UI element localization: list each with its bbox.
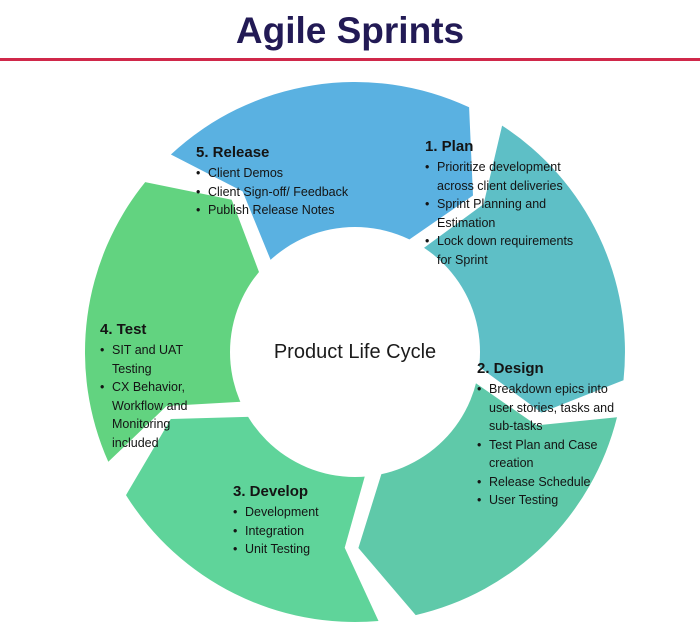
center-label: Product Life Cycle	[273, 341, 437, 363]
develop-text-block: 3. Develop Development Integration Unit …	[233, 481, 373, 559]
plan-text-block: 1. Plan Prioritize development across cl…	[425, 136, 575, 269]
develop-item: Integration	[233, 522, 373, 541]
design-item: User Testing	[477, 491, 617, 510]
design-title: 2. Design	[477, 360, 544, 377]
title-rule	[0, 58, 700, 61]
test-item: CX Behavior, Workflow and Monitoring inc…	[100, 378, 210, 452]
test-item: SIT and UAT Testing	[100, 341, 210, 378]
develop-item: Development	[233, 503, 373, 522]
release-title: 5. Release	[196, 144, 270, 161]
design-item: Release Schedule	[477, 473, 617, 492]
test-list: SIT and UAT Testing CX Behavior, Workflo…	[100, 341, 210, 452]
plan-item: Prioritize development across client del…	[425, 158, 575, 195]
release-list: Client Demos Client Sign-off/ Feedback P…	[196, 164, 356, 220]
design-list: Breakdown epics into user stories, tasks…	[477, 380, 617, 510]
design-text-block: 2. Design Breakdown epics into user stor…	[477, 358, 617, 510]
plan-title: 1. Plan	[425, 138, 474, 155]
design-item: Test Plan and Case creation	[477, 436, 617, 473]
test-text-block: 4. Test SIT and UAT Testing CX Behavior,…	[100, 319, 210, 452]
center-hub	[230, 227, 480, 477]
release-item: Client Sign-off/ Feedback	[196, 183, 356, 202]
develop-title: 3. Develop	[233, 483, 309, 500]
develop-item: Unit Testing	[233, 540, 373, 559]
develop-list: Development Integration Unit Testing	[233, 503, 373, 559]
plan-item: Lock down requirements for Sprint	[425, 232, 575, 269]
test-title: 4. Test	[100, 321, 147, 338]
release-item: Publish Release Notes	[196, 201, 356, 220]
design-item: Breakdown epics into user stories, tasks…	[477, 380, 617, 436]
plan-list: Prioritize development across client del…	[425, 158, 575, 269]
plan-item: Sprint Planning and Estimation	[425, 195, 575, 232]
release-item: Client Demos	[196, 164, 356, 183]
page-title: Agile Sprints	[235, 10, 465, 51]
release-text-block: 5. Release Client Demos Client Sign-off/…	[196, 142, 356, 220]
